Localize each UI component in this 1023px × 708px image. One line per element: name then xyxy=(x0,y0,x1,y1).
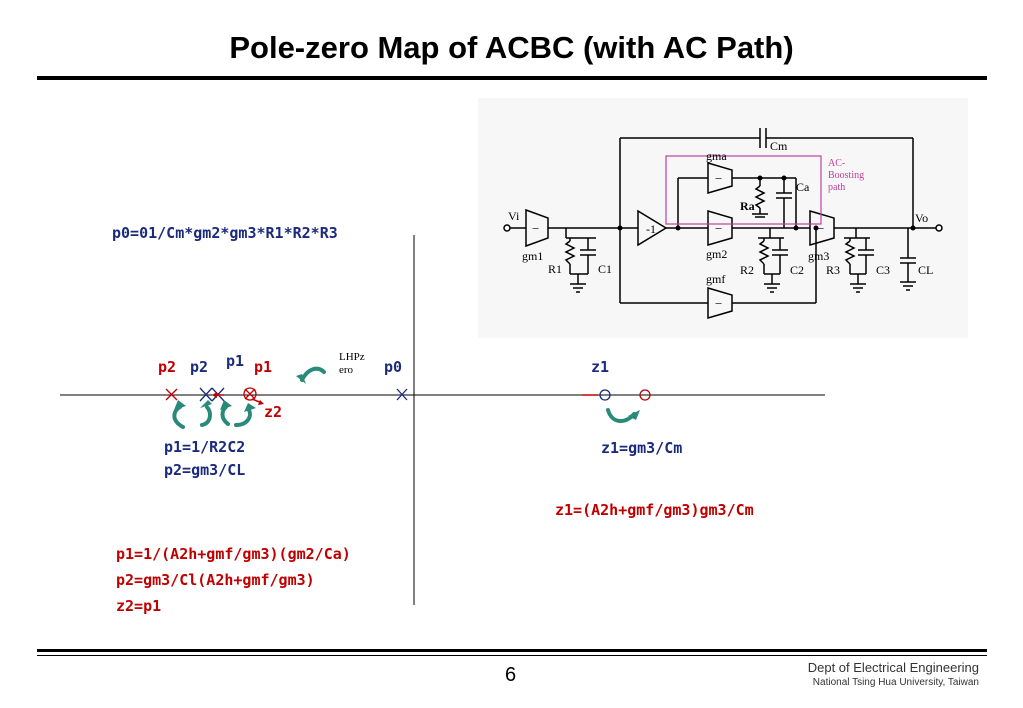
junction-dot xyxy=(617,225,623,231)
footer-department: Dept of Electrical Engineering xyxy=(807,660,979,675)
p1-ac-equation: p1=1/(A2h+gmf/gm3)(gm2/Ca) xyxy=(116,545,351,563)
z2-ac-equation: z2=p1 xyxy=(116,597,162,615)
z1-zero-marker xyxy=(599,389,611,401)
p0-label: p0 xyxy=(384,358,403,376)
junction-dot xyxy=(910,225,916,231)
vo-terminal xyxy=(935,224,943,232)
ca-label: Ca xyxy=(796,180,810,194)
ra-label: Ra xyxy=(740,199,755,213)
ac-path-label-3: path xyxy=(828,182,845,193)
page-number: 6 xyxy=(505,664,517,686)
lhp-zero-curved-arrow xyxy=(300,366,326,382)
gma-block xyxy=(707,162,733,194)
p2-pole-marker-navy xyxy=(199,387,213,402)
vo-label: Vo xyxy=(915,211,928,225)
c3-label: C3 xyxy=(876,263,890,277)
inverter-block xyxy=(637,209,668,247)
z1-ac-equation: z1=(A2h+gmf/gm3)gm3/Cm xyxy=(555,501,754,519)
z1-equation: z1=gm3/Cm xyxy=(601,439,683,457)
gm1-label: gm1 xyxy=(522,249,543,263)
top-divider xyxy=(37,76,987,80)
cl-label: CL xyxy=(918,263,933,277)
lhp-zero-label-2: ero xyxy=(339,364,354,376)
z2-label-red: z2 xyxy=(264,403,283,421)
junction-dot xyxy=(813,225,819,231)
p1-label-red: p1 xyxy=(254,358,273,376)
gma-minus-sign: − xyxy=(715,171,722,186)
junction-dot xyxy=(781,175,787,181)
r3-label: R3 xyxy=(826,263,840,277)
cm-label: Cm xyxy=(770,139,788,153)
footer-university: National Tsing Hua University, Taiwan xyxy=(812,677,979,688)
gm1-minus-sign: − xyxy=(532,221,539,236)
p0-equation: p0=01/Cm*gm2*gm3*R1*R2*R3 xyxy=(112,224,338,242)
p1-label-navy: p1 xyxy=(226,352,245,370)
gm2-block xyxy=(707,210,733,246)
r1-resistor xyxy=(564,240,576,265)
gm3-minus-sign: − xyxy=(817,221,824,236)
gmf-minus-sign: − xyxy=(715,296,722,311)
junction-dot xyxy=(757,175,763,181)
r1-label: R1 xyxy=(548,262,562,276)
p2-label-navy: p2 xyxy=(190,358,209,376)
gm2-label: gm2 xyxy=(706,247,727,261)
p1-z2-marker-red xyxy=(243,387,257,401)
junction-dot xyxy=(675,225,681,231)
bottom-divider-thick xyxy=(37,649,987,652)
p1-equation: p1=1/R2C2 xyxy=(164,438,246,456)
gmf-block xyxy=(707,287,733,319)
c1-label: C1 xyxy=(598,262,612,276)
gmf-label: gmf xyxy=(706,272,725,286)
p2-equation: p2=gm3/CL xyxy=(164,461,246,479)
z1-label: z1 xyxy=(591,358,610,376)
ac-boosting-path-box xyxy=(665,155,822,225)
circuit-diagram: − − − − − Cm gma Ca Ra Vi Vo gm1 R1 C1 -… xyxy=(478,98,968,338)
gma-label: gma xyxy=(706,149,727,163)
p2-label-red: p2 xyxy=(158,358,177,376)
r3-resistor xyxy=(844,240,856,265)
p2-ac-equation: p2=gm3/Cl(A2h+gmf/gm3) xyxy=(116,571,315,589)
bottom-divider-thin xyxy=(37,655,987,656)
ac-path-label-2: Boosting xyxy=(828,170,864,181)
p0-pole-marker xyxy=(396,388,408,401)
ac-path-label-1: AC- xyxy=(828,158,845,169)
c2-label: C2 xyxy=(790,263,804,277)
vi-terminal xyxy=(503,224,511,232)
inverter-label: -1 xyxy=(646,222,656,236)
ra-resistor xyxy=(754,185,766,209)
z1-ac-zero-marker xyxy=(639,389,651,401)
gm3-label: gm3 xyxy=(808,249,829,263)
p2-curved-arrow xyxy=(172,405,185,429)
page-title: Pole-zero Map of ACBC (with AC Path) xyxy=(229,30,794,65)
p1-curved-arrow xyxy=(220,405,230,426)
gm3-block xyxy=(809,210,835,246)
gm2-minus-sign: − xyxy=(715,221,722,236)
p2-pole-marker-red xyxy=(165,388,178,401)
junction-dot xyxy=(793,225,799,231)
lhp-zero-label-1: LHPz xyxy=(339,351,365,363)
gm1-block xyxy=(525,208,549,248)
r2-label: R2 xyxy=(740,263,754,277)
vi-label: Vi xyxy=(508,209,520,223)
r2-resistor xyxy=(758,240,770,265)
